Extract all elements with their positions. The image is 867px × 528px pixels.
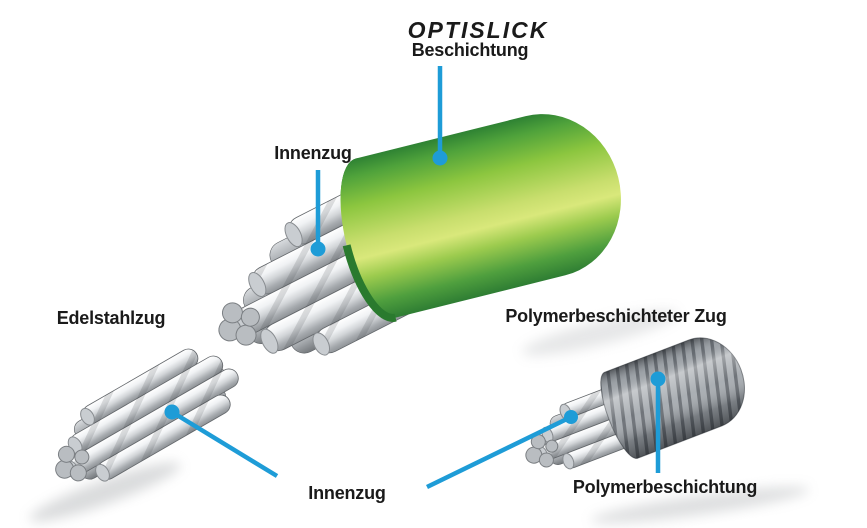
edelstahl-cable-shadow [29,462,181,522]
optislick-logo: OPTISLICK [407,17,549,43]
leader-line-innenzug-left [170,410,279,478]
tip-wire-end [235,324,257,346]
tip-wire-end [69,464,87,482]
tip-wire-end [57,445,75,463]
strand-cut-face [95,463,110,482]
strand-cut-face [248,272,267,298]
callout-dot-edelstahl-innenzug [164,404,180,420]
strand-twist-texture [97,394,231,480]
polymerbeschichteter-zug-label: Polymerbeschichteter Zug [505,306,727,326]
tip-wire-end [545,439,559,453]
tip-wire-end [55,459,75,479]
polymer-cable-illustration [525,337,745,470]
tip-wire-end [538,452,554,468]
beschichtung-label: Beschichtung [411,40,529,60]
innenzug-bottom-label: Innenzug [308,483,386,503]
strand-cut-face [562,453,575,470]
polymer-coating-shading [600,337,745,459]
polymer-cable-shadow [591,486,809,524]
polymerbeschichtung-label: Polymerbeschichtung [572,477,758,497]
edelstahlzug-label: Edelstahlzug [56,308,166,328]
callout-dot-polymerbeschichtung [650,371,666,387]
tip-wire-end [74,449,90,465]
leader-line-innenzug-right [426,414,572,490]
main-cable-illustration [218,114,621,356]
strand-cut-face [80,407,95,426]
callout-dot-innenzug-top [310,241,326,257]
tip-wire-end [525,446,543,464]
callout-dot-polymer-innenzug [564,410,578,424]
coating-body [340,114,621,318]
optislick-coating [340,114,621,322]
innenzug-top-label: Innenzug [274,143,352,163]
tip-wire-end [240,307,260,327]
edelstahl-cable-illustration [55,348,239,482]
strand-twist-texture [82,349,198,424]
strand-cut-face [312,332,331,356]
callout-dot-beschichtung [432,150,448,166]
strand-twist-texture [66,368,239,476]
strand-cut-face [284,222,303,248]
tip-wire-end [221,302,243,324]
strand-cut-face [260,328,279,354]
strand-twist-texture [70,356,223,453]
coating-front-rim [342,244,397,322]
main-cable-shadow [522,310,678,356]
